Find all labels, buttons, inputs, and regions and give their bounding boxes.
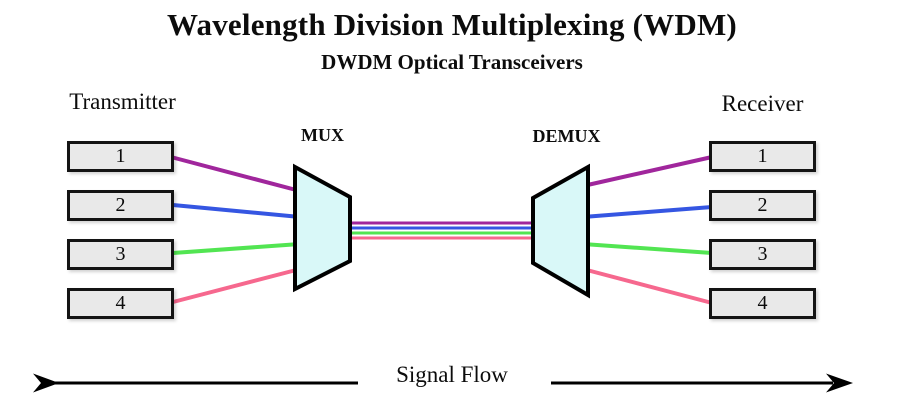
tx-wavelength-line-ch4 xyxy=(171,267,302,304)
tx-channel-2-label: 2 xyxy=(115,194,126,216)
tx-wavelength-line-ch3 xyxy=(171,242,302,255)
demux-label: DEMUX xyxy=(532,126,601,146)
page-subtitle: DWDM Optical Transceivers xyxy=(321,50,583,74)
signal-flow-arrowhead-right xyxy=(826,373,853,393)
tx-channel-3-label: 3 xyxy=(115,243,126,265)
rx-wavelength-line-ch4 xyxy=(581,267,714,305)
page-title: Wavelength Division Multiplexing (WDM) xyxy=(167,7,737,42)
tx-channel-2-box: 2 xyxy=(67,190,174,221)
rx-channel-3-label: 3 xyxy=(757,243,768,265)
rx-channel-1-label: 1 xyxy=(757,145,768,167)
tx-channel-1-box: 1 xyxy=(67,141,174,172)
rx-channel-2-box: 2 xyxy=(709,190,816,221)
demux-shape xyxy=(531,163,590,299)
rx-channel-2-label: 2 xyxy=(757,194,768,216)
signal-flow-label: Signal Flow xyxy=(396,362,508,387)
transmitter-label: Transmitter xyxy=(69,89,176,114)
rx-channel-3-box: 3 xyxy=(709,239,816,270)
signal-flow-arrowhead-left xyxy=(33,373,59,393)
tx-channel-4-box: 4 xyxy=(67,288,174,319)
tx-wavelength-line-ch2 xyxy=(171,203,302,219)
tx-channel-4-label: 4 xyxy=(115,292,126,314)
rx-channel-1-box: 1 xyxy=(709,141,816,172)
rx-wavelength-line-ch2 xyxy=(581,205,714,219)
tx-wavelength-line-ch1 xyxy=(169,155,302,193)
mux-shape xyxy=(293,163,352,293)
rx-wavelength-line-ch3 xyxy=(581,242,714,255)
rx-channel-4-label: 4 xyxy=(757,292,768,314)
rx-channel-4-box: 4 xyxy=(709,288,816,319)
receiver-label: Receiver xyxy=(721,91,804,116)
rx-wavelength-line-ch1 xyxy=(581,155,714,188)
tx-channel-3-box: 3 xyxy=(67,239,174,270)
tx-channel-1-label: 1 xyxy=(115,145,126,167)
mux-label: MUX xyxy=(301,125,344,145)
